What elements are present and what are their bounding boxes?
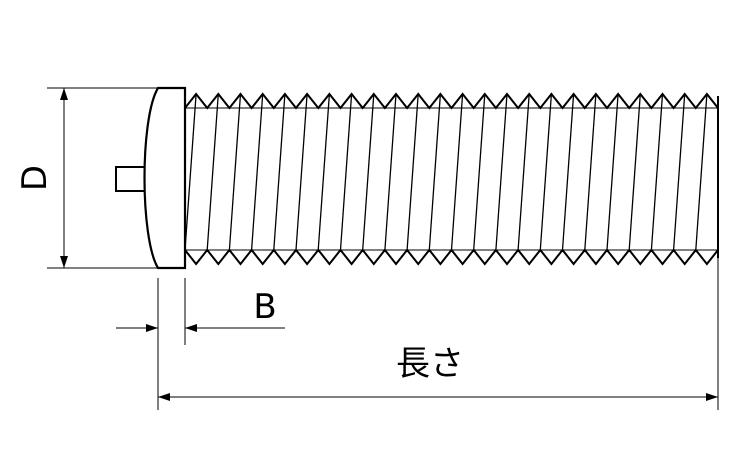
dimension-b: B: [116, 278, 285, 410]
thread-helix-line: [650, 93, 664, 251]
thread-helix-line: [384, 93, 397, 251]
thread-helix-line: [495, 93, 508, 251]
label-d: D: [15, 165, 55, 191]
thread-helix-line: [628, 93, 641, 251]
thread-helix-line: [406, 93, 419, 251]
screw-head: [143, 86, 187, 270]
thread-helix-line: [317, 93, 331, 251]
weld-projection: [115, 166, 146, 192]
thread-bottom-profile: [184, 248, 719, 266]
thread-helix-lines: [184, 93, 708, 251]
label-length: 長さ: [396, 344, 464, 384]
thread-helix-line: [473, 93, 486, 251]
thread-helix-line: [584, 93, 597, 251]
thread-top-profile: [184, 92, 719, 110]
dimension-d: D: [15, 87, 157, 269]
thread-helix-line: [672, 93, 686, 251]
thread-helix-line: [606, 93, 619, 251]
thread-helix-line: [339, 93, 353, 251]
label-b: B: [253, 287, 276, 327]
thread-helix-line: [695, 93, 708, 251]
thread-helix-line: [295, 93, 308, 251]
thread-helix-line: [206, 93, 219, 251]
dimension-length: 長さ: [158, 258, 719, 410]
thread-helix-line: [184, 93, 197, 251]
thread-helix-line: [539, 93, 553, 251]
thread-helix-line: [450, 93, 464, 251]
thread-helix-line: [273, 93, 286, 251]
thread-helix-line: [517, 93, 530, 251]
thread-helix-line: [362, 93, 375, 251]
thread-helix-line: [428, 93, 442, 251]
thread-helix-line: [228, 93, 242, 251]
threaded-shank: [184, 92, 719, 266]
thread-helix-line: [561, 93, 575, 251]
thread-helix-line: [250, 93, 264, 251]
